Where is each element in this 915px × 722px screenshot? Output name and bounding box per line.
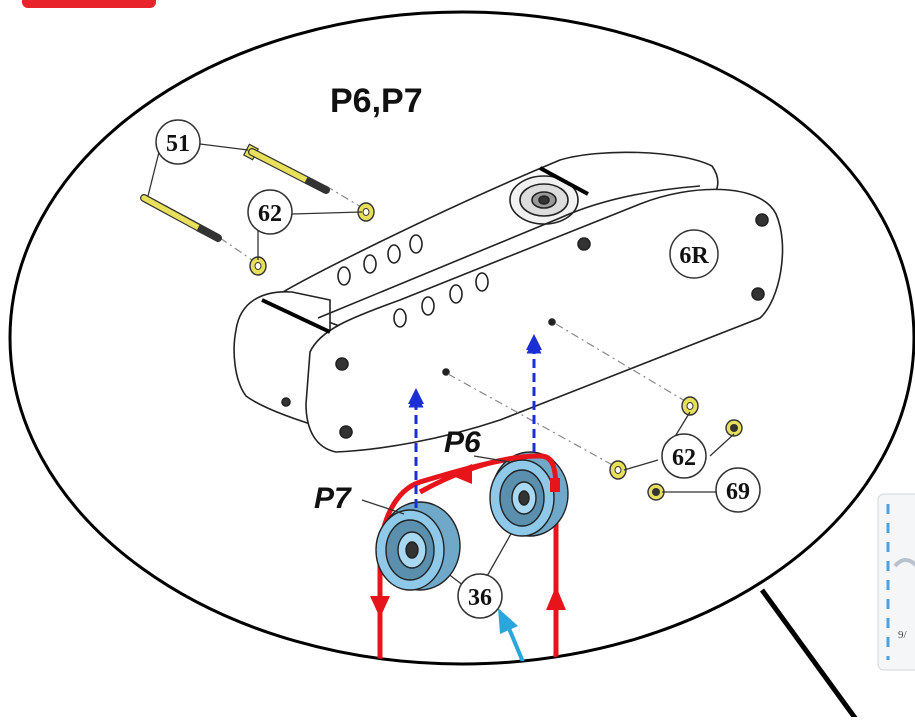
pulley-p6 [489, 451, 569, 537]
pulley-label-p6: P6 [444, 426, 481, 459]
callout-62-top: 62 [247, 189, 293, 235]
tensioner-arm [233, 151, 784, 453]
pulley-p7 [375, 501, 461, 591]
arm-back-plate [268, 151, 719, 331]
inset-panel-fragment: 9/ [877, 493, 915, 671]
svg-text:62: 62 [258, 201, 282, 227]
plate-nuts [281, 213, 769, 439]
callout-36: 36 [457, 573, 503, 619]
svg-text:36: 36 [468, 585, 492, 611]
nut-lower-right [647, 483, 665, 501]
washer-lower-left [249, 256, 267, 276]
mounting-direction-arrows [408, 338, 542, 508]
pointer-arrow [498, 608, 550, 664]
bolt-lower [140, 194, 222, 242]
arm-holes [337, 234, 489, 328]
arm-front-plate [305, 188, 784, 453]
svg-text:62: 62 [672, 445, 696, 471]
zoom-leader-line [759, 588, 861, 722]
inset-fragment-text: 9/ [898, 629, 908, 641]
callout-51: 51 [155, 119, 201, 165]
nut-upper-right [725, 419, 743, 437]
diagram-title: P6,P7 [330, 82, 423, 120]
red-badge [22, 0, 156, 8]
svg-text:51: 51 [166, 131, 190, 157]
svg-text:6R: 6R [679, 243, 709, 269]
washer-lower-right [609, 460, 627, 480]
pulley-label-p7: P7 [314, 482, 352, 515]
callout-6r: 6R [669, 229, 719, 279]
svg-text:69: 69 [726, 479, 750, 505]
callout-62-bottom: 62 [661, 433, 707, 479]
callout-69: 69 [715, 467, 761, 513]
back-roller-right [509, 175, 579, 225]
bolt-upper [242, 143, 330, 194]
washer-upper-right [681, 396, 699, 416]
